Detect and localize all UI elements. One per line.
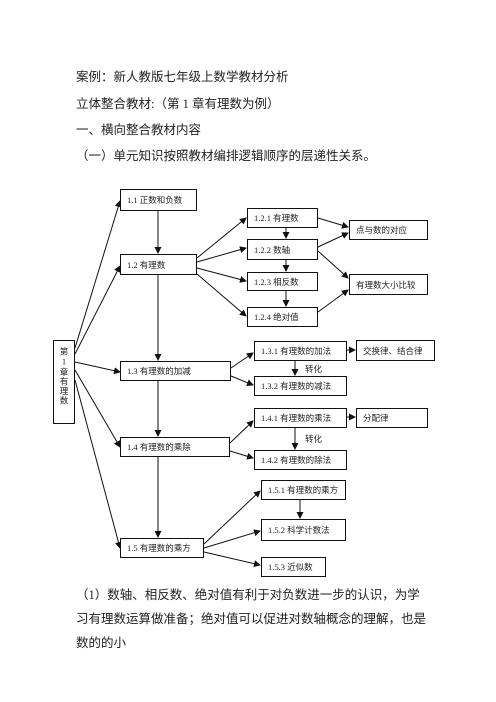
transform-label-2: 转化 [305,434,323,444]
arrow-s15-s151 [203,490,261,545]
arrow-s124-compare [317,289,349,313]
chapter-label: 第1章有理数 [59,347,69,406]
section-heading: 一、横向整合教材内容 [76,123,202,137]
section-1-5-box: 1.5 有理数的乘方 [120,538,204,558]
arrow-s122-point [317,232,349,248]
case-title: 案例：新人教版七年级上数学教材分析 [76,70,289,84]
section-1-1-box: 1.1 正数和负数 [120,189,197,211]
subsection-1-5-3-box: 1.5.3 近似数 [261,557,326,577]
arrow-ch-s11 [74,200,122,349]
subsection-1-4-1-box: 1.4.1 有理数的乘法 [254,408,347,428]
book-subtitle: 立体整合教材:（第 1 章有理数为例） [76,97,280,111]
note-point-number-box: 点与数的对应 [349,220,428,240]
subsection-heading: （一）单元知识按照教材编排逻辑顺序的层递性关系。 [76,149,377,163]
arrow-s14-s141 [229,420,254,444]
subsection-1-4-2-box: 1.4.2 有理数的除法 [254,450,347,470]
arrow-ch-s12 [74,265,121,355]
subsection-1-2-1-box: 1.2.1 有理数 [247,208,318,228]
arrow-s15-s152 [203,529,261,549]
arrow-ch-s14 [74,369,121,448]
section-1-4-box: 1.4 有理数的乘除 [120,437,230,457]
arrow-ch-s15 [74,379,122,549]
subsection-1-3-1-box: 1.3.1 有理数的加法 [254,341,347,361]
body-paragraph: （1）数轴、相反数、绝对值有利于对负数进一步的认识，为学习有理数运算做准备；绝对… [76,588,427,650]
arrow-s12-s122 [196,246,247,263]
subsection-1-2-4-box: 1.2.4 绝对值 [247,307,318,327]
section-1-2-box: 1.2 有理数 [120,254,197,275]
section-1-3-box: 1.3 有理数的加减 [120,361,231,381]
subsection-1-2-2-box: 1.2.2 数轴 [247,239,318,260]
arrow-s14-s142 [229,450,254,460]
arrow-s12-s124 [196,273,247,317]
arrow-s15-s153 [203,551,261,568]
note-distributive-box: 分配律 [356,408,428,428]
arrow-s12-s123 [196,267,247,283]
arrow-ch-s13 [74,361,121,375]
arrow-s12-s121 [196,217,247,259]
subsection-1-2-3-box: 1.2.3 相反数 [247,272,318,291]
arrow-s121-point [317,217,349,229]
arrow-s13-s132 [230,375,254,386]
chapter-box: 第1章有理数 [53,340,75,424]
subsection-1-5-1-box: 1.5.1 有理数的乘方 [261,480,346,500]
note-comm-assoc-box: 交换律、结合律 [356,340,435,361]
transform-label-1: 转化 [305,364,323,374]
subsection-1-3-2-box: 1.3.2 有理数的减法 [254,376,347,396]
arrow-s13-s131 [230,352,254,369]
arrow-s122-compare [317,250,349,279]
note-compare-box: 有理数大小比较 [349,274,428,295]
subsection-1-5-2-box: 1.5.2 科学计数法 [261,519,346,541]
